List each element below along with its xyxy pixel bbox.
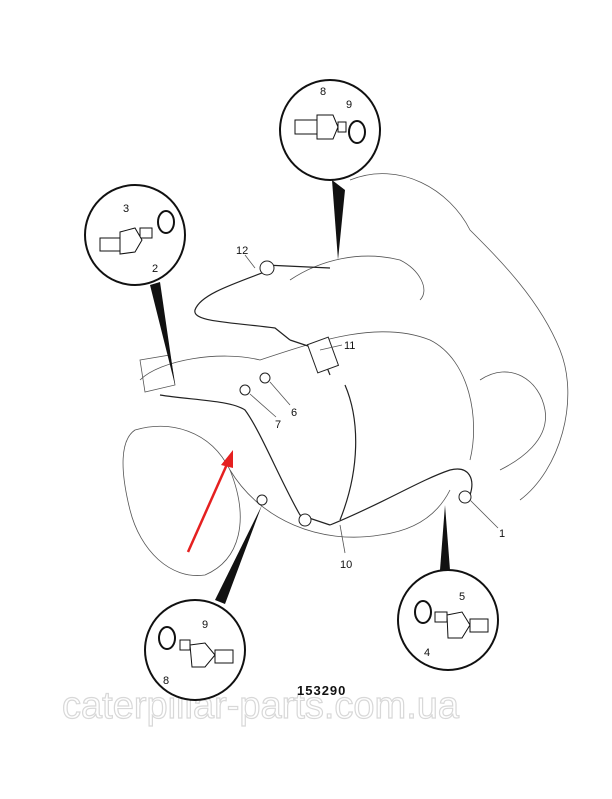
label-washer: 9 — [202, 619, 208, 631]
callout-6: 6 — [291, 407, 297, 419]
label-washer: 5 — [459, 591, 465, 603]
label-washer: 9 — [346, 99, 352, 111]
callouts: 12 11 6 7 10 1 — [236, 245, 505, 571]
callout-7: 7 — [275, 419, 281, 431]
detail-bottom-left: 9 8 — [144, 599, 246, 701]
callout-12: 12 — [236, 245, 248, 257]
label-nut: 2 — [152, 263, 158, 275]
watermark: caterpillar-parts.com.ua — [62, 685, 460, 727]
callout-1: 1 — [499, 528, 505, 540]
detail-bottom-right: 5 4 — [397, 569, 499, 671]
detail-leaders — [150, 180, 450, 604]
callout-10: 10 — [340, 559, 352, 571]
figure-number: 153290 — [297, 683, 346, 698]
label-washer: 3 — [123, 203, 129, 215]
detail-left: 3 2 — [84, 184, 186, 286]
callout-11: 11 — [344, 340, 355, 352]
label-nut: 8 — [320, 86, 326, 98]
red-arrow — [186, 450, 233, 553]
label-nut: 4 — [424, 647, 430, 659]
label-nut: 8 — [163, 675, 169, 687]
fuel-pipes — [159, 260, 473, 527]
detail-top: 8 9 — [279, 79, 381, 181]
engine-outline — [122, 173, 569, 576]
